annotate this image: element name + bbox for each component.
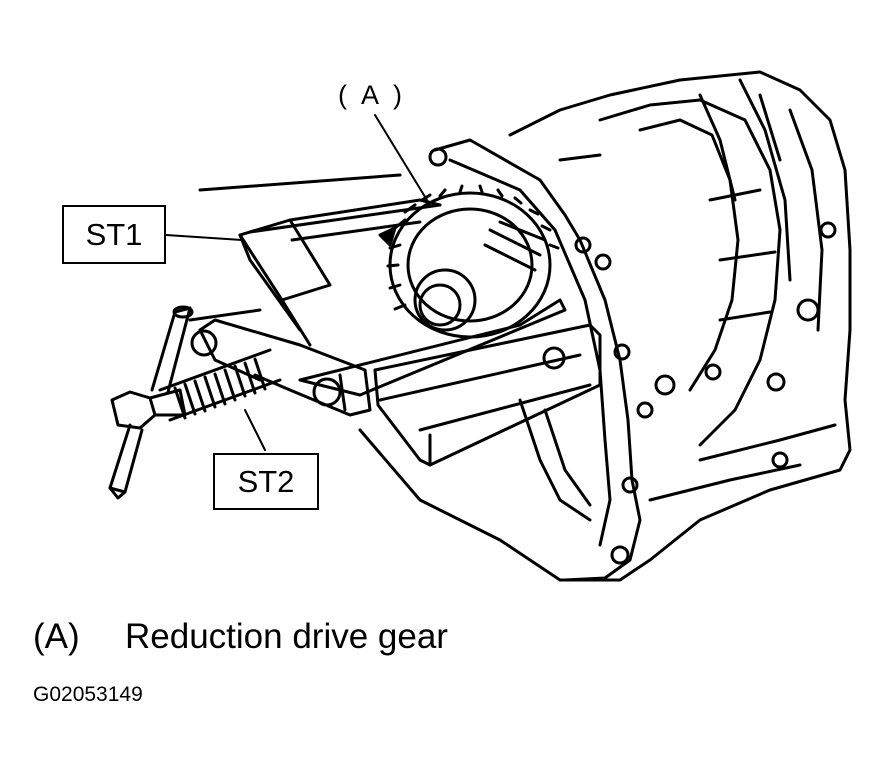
st2-screw-puller	[108, 305, 566, 500]
case-lines	[188, 173, 562, 582]
callout-a-label: ( A )	[338, 80, 407, 110]
callout-st1-label: ST1	[62, 205, 166, 264]
transmission-illustration	[108, 70, 852, 582]
housing-flange	[428, 138, 722, 582]
transmission-housing	[508, 70, 852, 582]
legend: (A) Reduction drive gear	[33, 617, 448, 657]
legend-key: (A)	[33, 617, 80, 656]
leader-lines	[165, 114, 431, 451]
st1-puller-frame	[238, 198, 602, 467]
figure-id: G02053149	[33, 683, 143, 706]
callout-st2-label: ST2	[213, 453, 319, 510]
legend-description: Reduction drive gear	[125, 617, 448, 656]
